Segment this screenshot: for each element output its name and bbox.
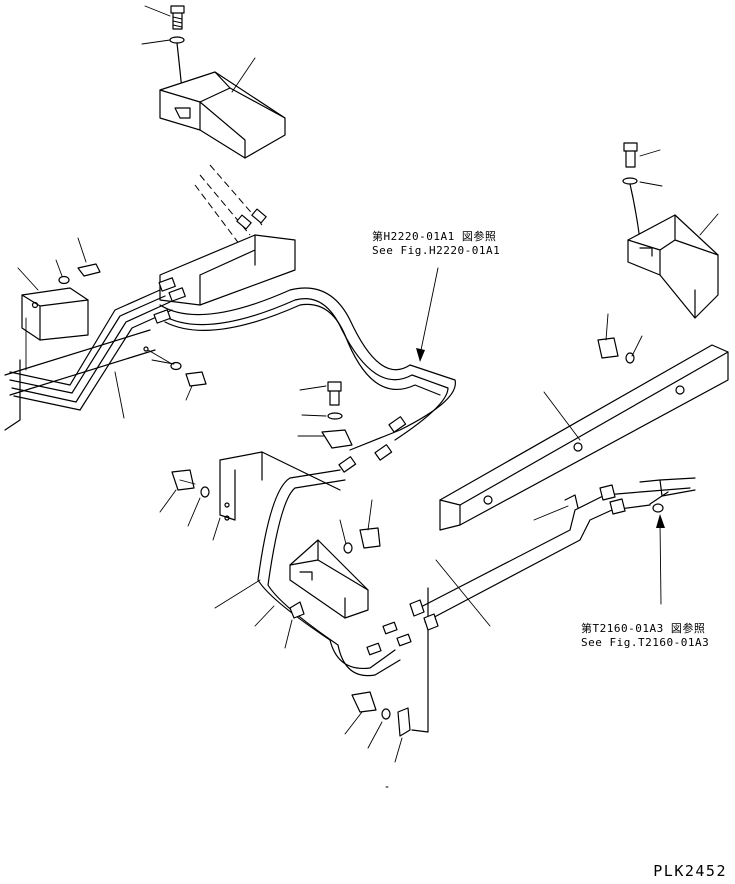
- right-rail-cover: [439, 344, 729, 531]
- reference-note-2: 第T2160-01A3 図参照 See Fig.T2160-01A3: [581, 620, 709, 649]
- right-top-cover: [627, 214, 719, 319]
- left-bracket: [21, 287, 89, 341]
- pipe-bundle-center: [159, 287, 456, 451]
- bolt-mid-left: [143, 346, 207, 387]
- pipe-right: [409, 477, 696, 631]
- lower-center-bolt: [343, 527, 381, 554]
- top-washer: [169, 36, 185, 44]
- center-manifold: [159, 234, 296, 306]
- bottom-bolt: [351, 587, 429, 737]
- reference-note-2-line2: See Fig.T2160-01A3: [581, 636, 710, 649]
- center-bracket: [219, 451, 341, 521]
- pipe-bundle-left: [9, 289, 173, 411]
- clamp: [289, 601, 412, 656]
- top-bolt: [170, 5, 185, 30]
- reference-arrow-2: [656, 514, 665, 605]
- left-bolt: [58, 263, 101, 285]
- lower-left-bolt: [171, 469, 210, 498]
- reference-note-1-line2: See Fig.H2220-01A1: [372, 244, 501, 257]
- top-cover: [159, 71, 286, 159]
- reference-note-1-line1: 第H2220-01A1 図参照: [372, 230, 497, 243]
- drawing-code: PLK2452: [653, 862, 727, 880]
- fittings: [153, 208, 407, 473]
- leader-lines: [17, 5, 719, 788]
- right-rail-bolt: [597, 337, 635, 364]
- hidden-line: [194, 164, 263, 246]
- lower-cover: [289, 539, 369, 619]
- reference-arrow-1: [416, 267, 439, 362]
- center-bolt: [321, 381, 353, 449]
- right-top-bolt: [622, 142, 641, 241]
- pipe-loop: [257, 469, 401, 677]
- reference-note-2-line1: 第T2160-01A3 図参照: [581, 622, 706, 635]
- reference-note-1: 第H2220-01A1 図参照 See Fig.H2220-01A1: [372, 228, 500, 257]
